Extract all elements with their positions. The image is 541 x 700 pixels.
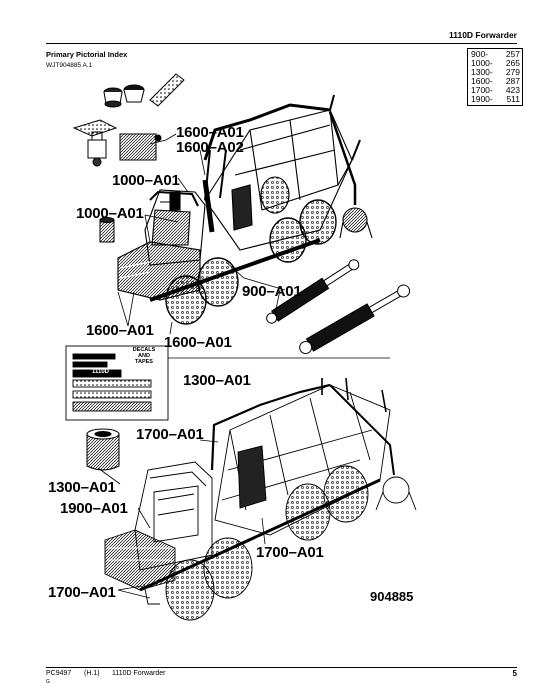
callout-1300-a01[interactable]: 1300–A01 bbox=[183, 372, 251, 389]
air-filter-element bbox=[86, 428, 120, 471]
index-row[interactable]: 900-257 bbox=[471, 49, 520, 59]
index-row[interactable]: 1000-265 bbox=[471, 58, 520, 68]
header-rule bbox=[46, 43, 517, 44]
callout-1700-a01[interactable]: 1700–A01 bbox=[48, 584, 116, 601]
forwarder-upper-view bbox=[117, 94, 373, 325]
footer-product: 1110D Forwarder bbox=[112, 670, 166, 677]
figure-number: 904885 bbox=[370, 589, 414, 604]
footer-revision: (H.1) bbox=[84, 670, 100, 677]
seat-cushion-parts bbox=[72, 73, 185, 167]
decals-label: DECALS AND TAPES bbox=[132, 347, 156, 365]
decal-model-label: 1110D bbox=[92, 369, 110, 375]
callout-1700-a01[interactable]: 1700–A01 bbox=[256, 544, 324, 561]
callout-1600-a02[interactable]: 1600–A02 bbox=[176, 139, 244, 156]
callout-1900-a01[interactable]: 1900–A01 bbox=[60, 500, 128, 517]
index-row[interactable]: 1700-423 bbox=[471, 85, 520, 95]
hydraulic-cylinders bbox=[266, 259, 411, 354]
index-row[interactable]: 1300-279 bbox=[471, 67, 520, 77]
footer-rule bbox=[46, 667, 517, 668]
group-page-index: 900-257 1000-265 1300-279 1600-287 1700-… bbox=[467, 48, 523, 106]
filter-part-small bbox=[99, 217, 115, 243]
callout-900-a01[interactable]: 900–A01 bbox=[242, 283, 302, 300]
document-header-title: 1110D Forwarder bbox=[448, 30, 517, 40]
footer-page-number: 5 bbox=[512, 669, 517, 678]
section-title: Primary Pictorial Index bbox=[46, 50, 128, 59]
callout-1300-a01[interactable]: 1300–A01 bbox=[48, 479, 116, 496]
callout-leader-lines-upper bbox=[117, 133, 286, 335]
index-row[interactable]: 1900-511 bbox=[471, 94, 520, 104]
decals-and-tapes-sheet bbox=[65, 345, 169, 421]
callout-1600-a01[interactable]: 1600–A01 bbox=[86, 322, 154, 339]
callout-leader-lines-lower bbox=[97, 439, 266, 599]
callout-1700-a01[interactable]: 1700–A01 bbox=[136, 426, 204, 443]
footer-small-mark: G bbox=[46, 679, 50, 685]
footer-document-code: PC9497 bbox=[46, 670, 72, 677]
index-row[interactable]: 1600-287 bbox=[471, 76, 520, 86]
callout-1600-a01[interactable]: 1600–A01 bbox=[176, 124, 244, 141]
callout-1000-a01[interactable]: 1000–A01 bbox=[112, 172, 180, 189]
callout-1600-a01[interactable]: 1600–A01 bbox=[164, 334, 232, 351]
section-subtitle: WJT904885 A.1 bbox=[46, 62, 93, 69]
callout-1000-a01[interactable]: 1000–A01 bbox=[76, 205, 144, 222]
forwarder-lower-view bbox=[104, 377, 417, 621]
